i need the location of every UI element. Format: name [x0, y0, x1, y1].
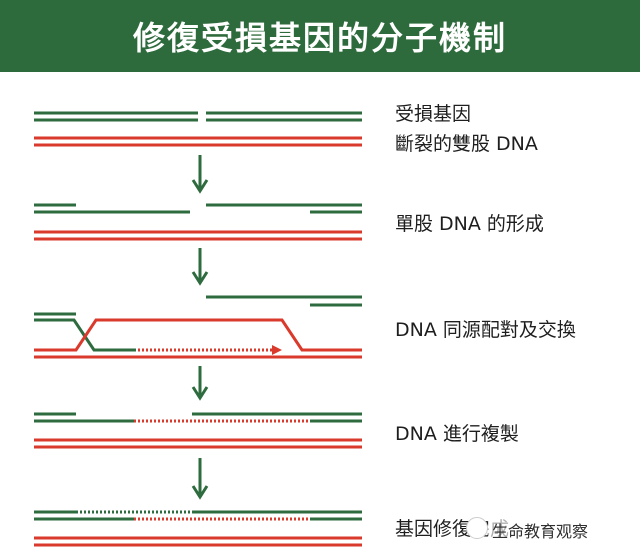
- step3-strands: [34, 295, 362, 359]
- step3-label: DNA 同源配對及交換: [395, 319, 576, 341]
- down-arrow-icon: [191, 458, 209, 500]
- red-strand: [34, 318, 362, 352]
- green-strand: [34, 318, 136, 352]
- down-arrow-icon: [191, 248, 209, 286]
- header-banner: 修復受損基因的分子機制: [0, 0, 640, 72]
- step2-label: 單股 DNA 的形成: [395, 213, 544, 235]
- step4-label: DNA 進行複製: [395, 423, 519, 445]
- step2-strands: [34, 203, 362, 241]
- step5-strands: [34, 510, 362, 547]
- down-arrow-icon: [191, 155, 209, 194]
- diagram-title: 修復受損基因的分子機制: [132, 19, 507, 57]
- watermark-logo-icon: [466, 517, 488, 539]
- step1-label-line1: 受損基因: [395, 103, 472, 125]
- synthesis-arrowhead-icon: [272, 345, 282, 355]
- step1-label-line2: 斷裂的雙股 DNA: [395, 133, 538, 155]
- down-arrow-icon: [191, 366, 209, 401]
- step1-strands: [34, 111, 362, 147]
- step4-strands: [34, 412, 362, 449]
- watermark-text: 生命教育观察: [488, 518, 593, 542]
